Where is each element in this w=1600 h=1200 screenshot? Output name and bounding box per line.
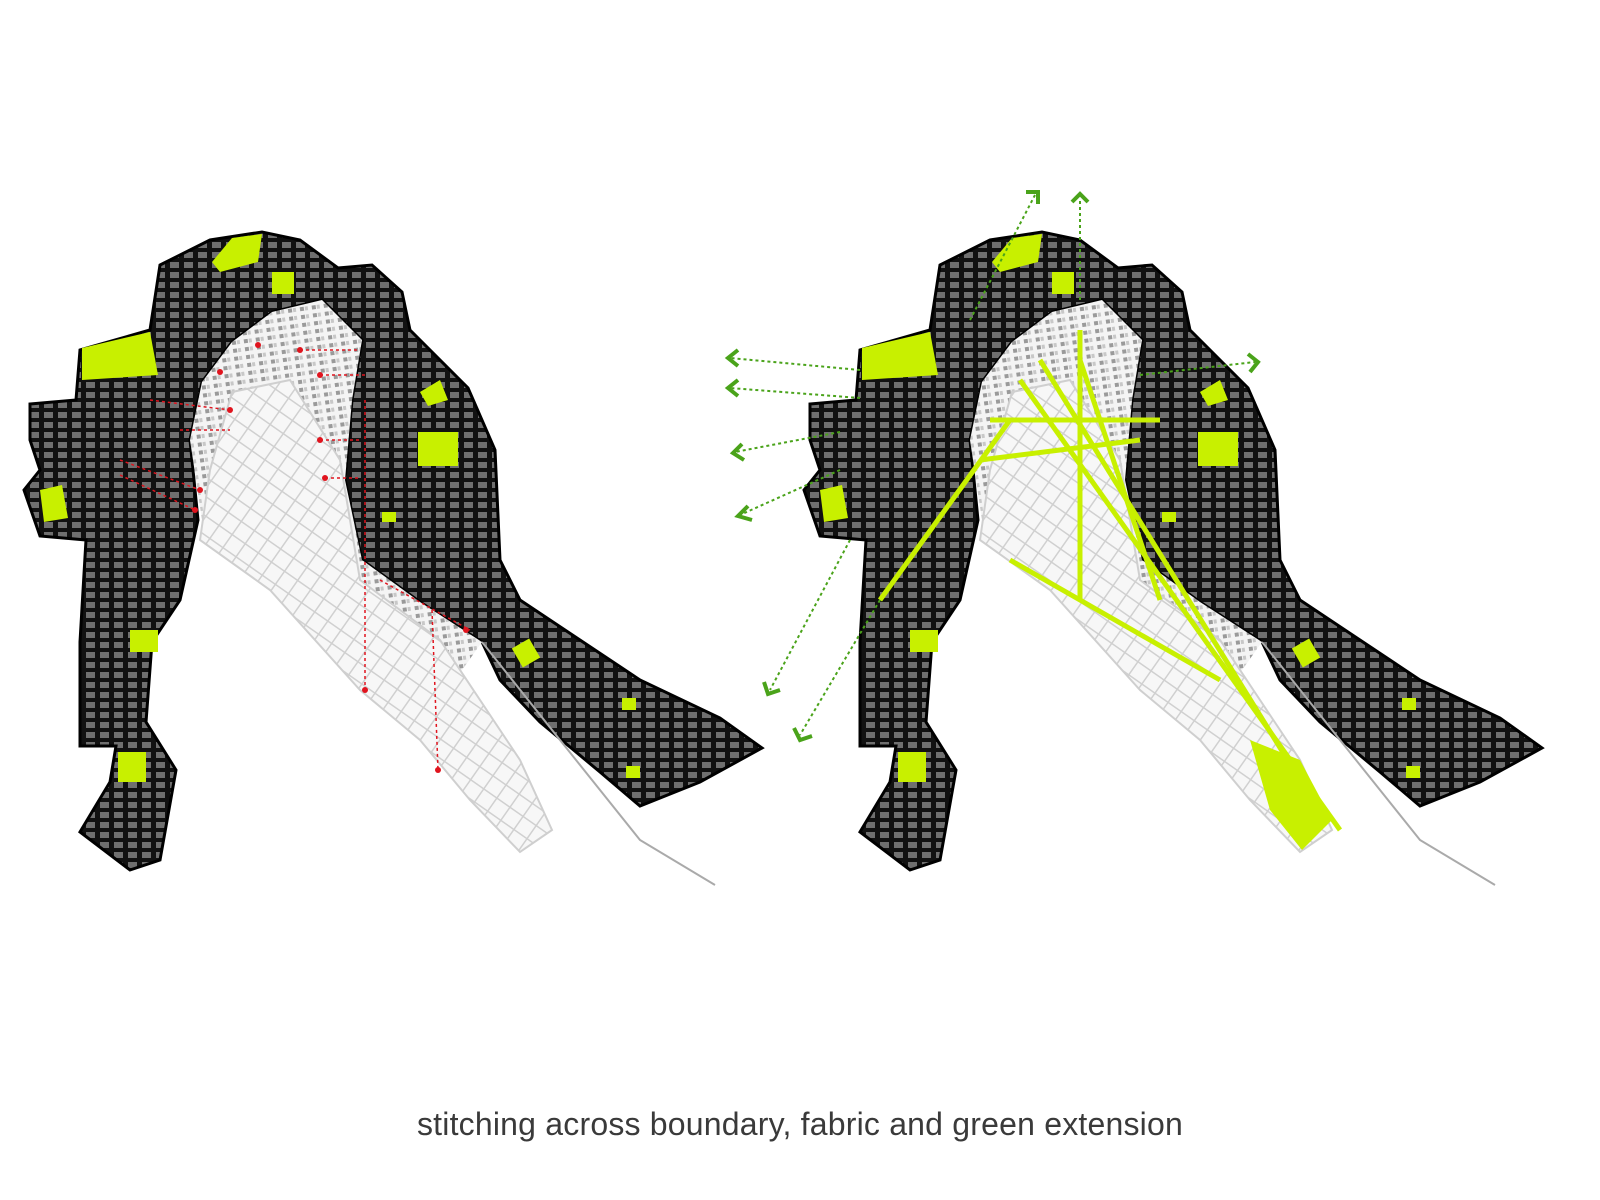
panel-existing-boundary-stitching (22, 230, 764, 887)
green-extension-corridors (877, 330, 1343, 832)
stitch-markers (192, 342, 469, 773)
stitch-lines (119, 349, 471, 771)
arrowheads (724, 190, 1261, 743)
green-runway (1250, 740, 1332, 850)
diagram-caption: stitching across boundary, fabric and gr… (416, 1106, 1183, 1142)
panel-proposed-green-extension (724, 190, 1544, 887)
green-arrows (729, 194, 1256, 736)
